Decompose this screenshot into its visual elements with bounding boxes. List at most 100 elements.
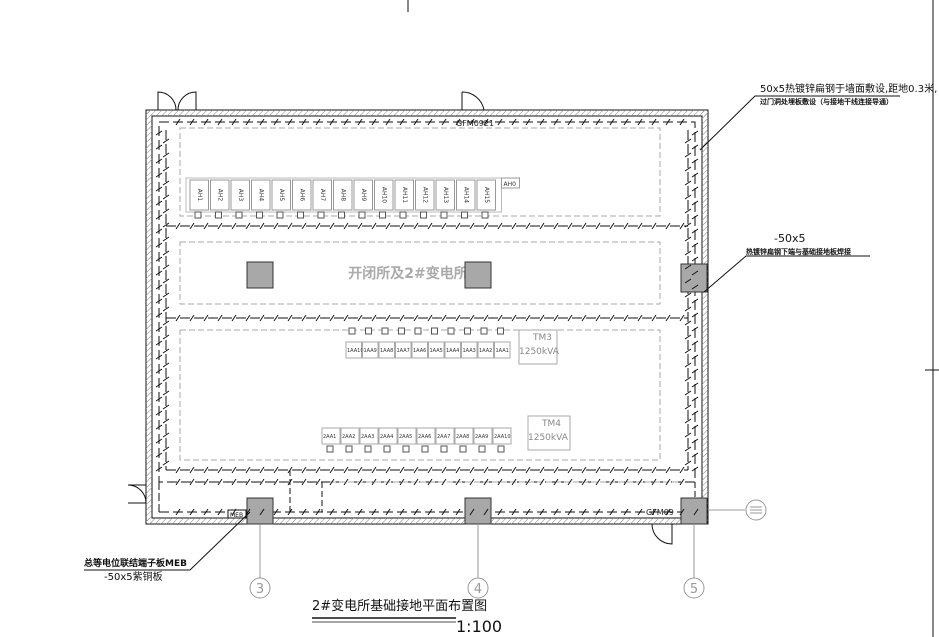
transformer-tm3-name: TM3: [532, 333, 552, 343]
cabinet-top-14: [456, 179, 476, 211]
cabinet-mid-label: 1AA2: [479, 348, 492, 354]
cabinet-mid-base: [431, 327, 438, 335]
grounding-plate-1: [246, 261, 274, 289]
cabinet-low-1: [321, 427, 341, 445]
cabinet-mid-label: 1AA6: [413, 348, 426, 354]
cabinet-top-2: [210, 179, 230, 211]
cabinet-low-label: 2AA3: [361, 434, 374, 440]
cabinet-top-base: [256, 211, 263, 219]
cabinet-top-extra: [501, 177, 520, 189]
grounding-plate-2: [464, 261, 492, 289]
cabinet-mid-2: [362, 341, 379, 359]
cabinet-top-label: AH3: [237, 189, 244, 202]
cabinet-mid-base: [398, 327, 405, 335]
cabinet-top-13: [435, 179, 455, 211]
cabinet-mid-1: [345, 341, 362, 359]
cabinet-top-3: [230, 179, 250, 211]
cabinet-low-7: [435, 427, 455, 445]
cabinet-top-base: [440, 211, 448, 219]
cabinet-top-base: [420, 211, 427, 219]
cabinet-top-label: AH8: [339, 189, 346, 202]
axis-lines: [249, 499, 767, 599]
drawing-scale: 1:100: [456, 617, 502, 636]
building-wall: [145, 109, 709, 525]
cabinet-mid-base: [497, 327, 504, 335]
cabinet-low-4: [378, 427, 398, 445]
cabinet-low-label: 2AA7: [437, 434, 450, 440]
annotation-top-right-2: 过门洞处埋板敷设（与接地干线连接导通）: [760, 97, 893, 106]
grounding-plate-4: [246, 497, 274, 525]
room-label: 开闭所及2#变电所: [348, 265, 467, 282]
cabinet-top-label: AH9: [360, 189, 367, 202]
cabinet-low-10: [492, 427, 512, 445]
cabinet-mid-label: 1AA10: [347, 348, 364, 354]
cabinet-top-base: [297, 211, 304, 219]
cabinet-top-11: [394, 179, 414, 211]
cabinet-mid-5: [411, 341, 428, 359]
cabinet-low-base: [402, 445, 410, 453]
cabinet-low-base: [478, 445, 486, 453]
cabinet-mid-label: 1AA3: [463, 348, 476, 354]
cabinet-low-6: [416, 427, 436, 445]
cabinet-top-label: AH15: [483, 187, 490, 203]
door-top-mid: [461, 91, 485, 111]
cabinet-top-label: AH13: [442, 187, 449, 203]
equipment-zones: [179, 127, 680, 483]
cabinet-mid-base: [381, 327, 389, 335]
door-bottom-right: [651, 523, 673, 545]
cabinet-top-base: [317, 211, 325, 219]
cabinet-low-base: [459, 445, 467, 453]
axis-label-4: 4: [474, 582, 482, 597]
axis-label-5: 5: [690, 582, 698, 597]
door-label-bottom-right: GFM09: [646, 508, 674, 517]
cabinet-top-base: [215, 211, 222, 219]
cabinet-low-2: [340, 427, 360, 445]
cabinet-low-label: 2AA2: [342, 434, 355, 440]
cabinet-mid-label: 1AA9: [364, 348, 377, 354]
cabinet-low-base: [421, 445, 429, 453]
cabinet-low-base: [497, 445, 505, 453]
door-label-top: GFM0921: [456, 119, 494, 128]
cabinet-top-base: [358, 211, 366, 219]
annotation-top-right-1: 50x5热镀锌扁钢于墙面敷设,距地0.3米,: [760, 82, 937, 95]
cabinet-mid-6: [428, 341, 445, 359]
cabinet-mid-3: [378, 341, 395, 359]
meb-box: [227, 509, 247, 519]
cabinet-low-base: [364, 445, 372, 453]
annotation-bottom-left-1: 总等电位联结端子板MEB: [84, 557, 187, 569]
cabinet-top-extra-label: AH0: [504, 181, 517, 188]
cabinet-top-label: AH2: [216, 189, 223, 202]
cabinet-top-base: [481, 211, 489, 219]
annotation-bottom-left-2: -50x5紫铜板: [104, 570, 163, 583]
transformer-tm3-rating: 1250kVA: [519, 347, 560, 357]
cabinet-mid-base: [348, 327, 356, 335]
cabinet-top-base: [338, 211, 345, 219]
cabinet-top-label: AH10: [380, 187, 387, 203]
cabinet-top-9: [353, 179, 373, 211]
cabinet-low-8: [454, 427, 474, 445]
cabinet-mid-label: 1AA7: [397, 348, 410, 354]
cabinet-mid-4: [395, 341, 412, 359]
cabinet-low-label: 2AA1: [323, 434, 336, 440]
cabinet-top-label: AH12: [421, 187, 428, 203]
cabinet-top-1: [189, 179, 209, 211]
cabinet-top-5: [271, 179, 291, 211]
cabinet-low-label: 2AA10: [494, 434, 511, 440]
cabinet-mid-8: [461, 341, 478, 359]
cabinet-mid-base: [414, 327, 422, 335]
cabinet-top-base: [194, 211, 202, 219]
cabinet-top-7: [312, 179, 332, 211]
cabinet-top-4: [251, 179, 271, 211]
cabinet-low-base: [440, 445, 448, 453]
axis-label-3: 3: [256, 582, 264, 597]
grounding-plate-6: [680, 497, 708, 525]
cabinet-mid-base: [464, 327, 471, 335]
cabinet-top-base: [235, 211, 243, 219]
conductor-ticks: [155, 118, 699, 516]
cabinet-low-5: [397, 427, 417, 445]
cabinet-top-label: AH7: [319, 189, 326, 202]
cabinet-low-base: [345, 445, 353, 453]
